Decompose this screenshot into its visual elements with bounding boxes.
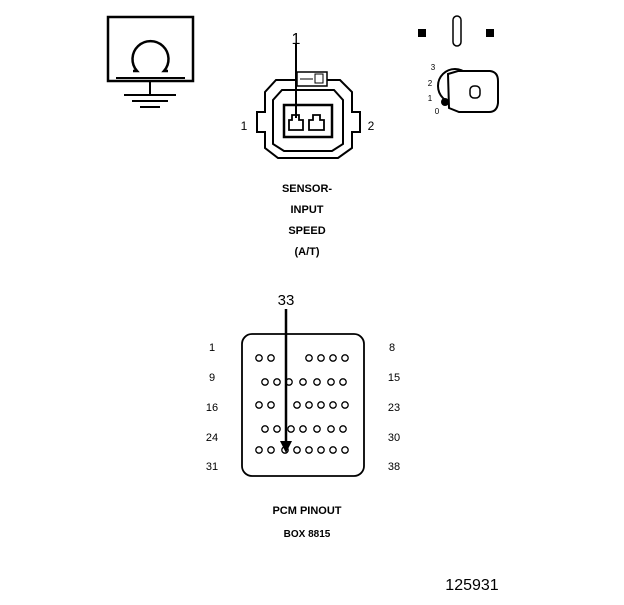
pin-hole: [261, 425, 269, 433]
pin-hole: [293, 401, 301, 409]
pin-hole: [317, 354, 325, 362]
pin-hole: [287, 425, 295, 433]
pin-hole: [267, 354, 275, 362]
pin-hole: [327, 425, 335, 433]
pin-hole: [261, 378, 269, 386]
pin-hole: [299, 425, 307, 433]
sensor-pin-left-label: 1: [241, 119, 248, 133]
pcm-callout-label: 33: [278, 292, 295, 309]
pcm-right-label: 38: [388, 461, 400, 473]
sensor-caption-line: SPEED: [288, 225, 325, 237]
pin-hole: [329, 446, 337, 454]
pcm-left-label: 1: [209, 342, 215, 354]
key-position-label: 0: [435, 107, 440, 116]
pin-hole: [329, 354, 337, 362]
pcm-caption-line: BOX 8815: [284, 529, 331, 540]
pin-hole: [317, 446, 325, 454]
pin-hole: [293, 446, 301, 454]
pcm-caption-line: PCM PINOUT: [272, 505, 341, 517]
pin-hole: [329, 401, 337, 409]
pin-hole: [273, 378, 281, 386]
pcm-left-label: 31: [206, 461, 218, 473]
key-position-label: 3: [431, 63, 436, 72]
pin-hole: [317, 401, 325, 409]
ignition-key-icon: [418, 15, 499, 113]
pin-hole: [267, 446, 275, 454]
pin-hole: [255, 354, 263, 362]
pin-hole: [305, 354, 313, 362]
sensor-caption-line: (A/T): [294, 246, 319, 258]
pin-hole: [305, 401, 313, 409]
pcm-connector-icon: [241, 309, 365, 477]
pin-hole: [341, 354, 349, 362]
sensor-caption-line: SENSOR-: [282, 183, 332, 195]
pin-hole: [341, 446, 349, 454]
pin-hole: [339, 425, 347, 433]
sensor-caption: SENSOR- INPUT SPEED (A/T): [282, 183, 332, 258]
key-position-label: 1: [428, 94, 433, 103]
pin-hole: [313, 425, 321, 433]
pin-hole: [273, 425, 281, 433]
pcm-left-label: 16: [206, 402, 218, 414]
pin-hole: [305, 446, 313, 454]
figure-id: 125931: [445, 577, 498, 594]
pcm-right-label: 23: [388, 402, 400, 414]
sensor-pin-right-label: 2: [368, 119, 375, 133]
pin-hole: [267, 401, 275, 409]
pcm-caption: PCM PINOUT BOX 8815: [272, 505, 341, 540]
pin-hole: [327, 378, 335, 386]
pcm-left-label: 24: [206, 432, 218, 444]
sensor-caption-line: INPUT: [291, 204, 324, 216]
pin-hole: [299, 378, 307, 386]
pcm-right-label: 8: [389, 342, 395, 354]
pin-hole: [341, 401, 349, 409]
pin-hole: [339, 378, 347, 386]
pcm-right-label: 30: [388, 432, 400, 444]
pin-hole: [255, 446, 263, 454]
key-position-label: 2: [428, 79, 433, 88]
pin-hole: [313, 378, 321, 386]
pin-hole: [255, 401, 263, 409]
pcm-left-label: 9: [209, 372, 215, 384]
sensor-connector-icon: [256, 44, 361, 159]
ohmmeter-symbol-icon: [106, 15, 195, 108]
pcm-right-label: 15: [388, 372, 400, 384]
sensor-callout-label: 1: [292, 31, 301, 48]
